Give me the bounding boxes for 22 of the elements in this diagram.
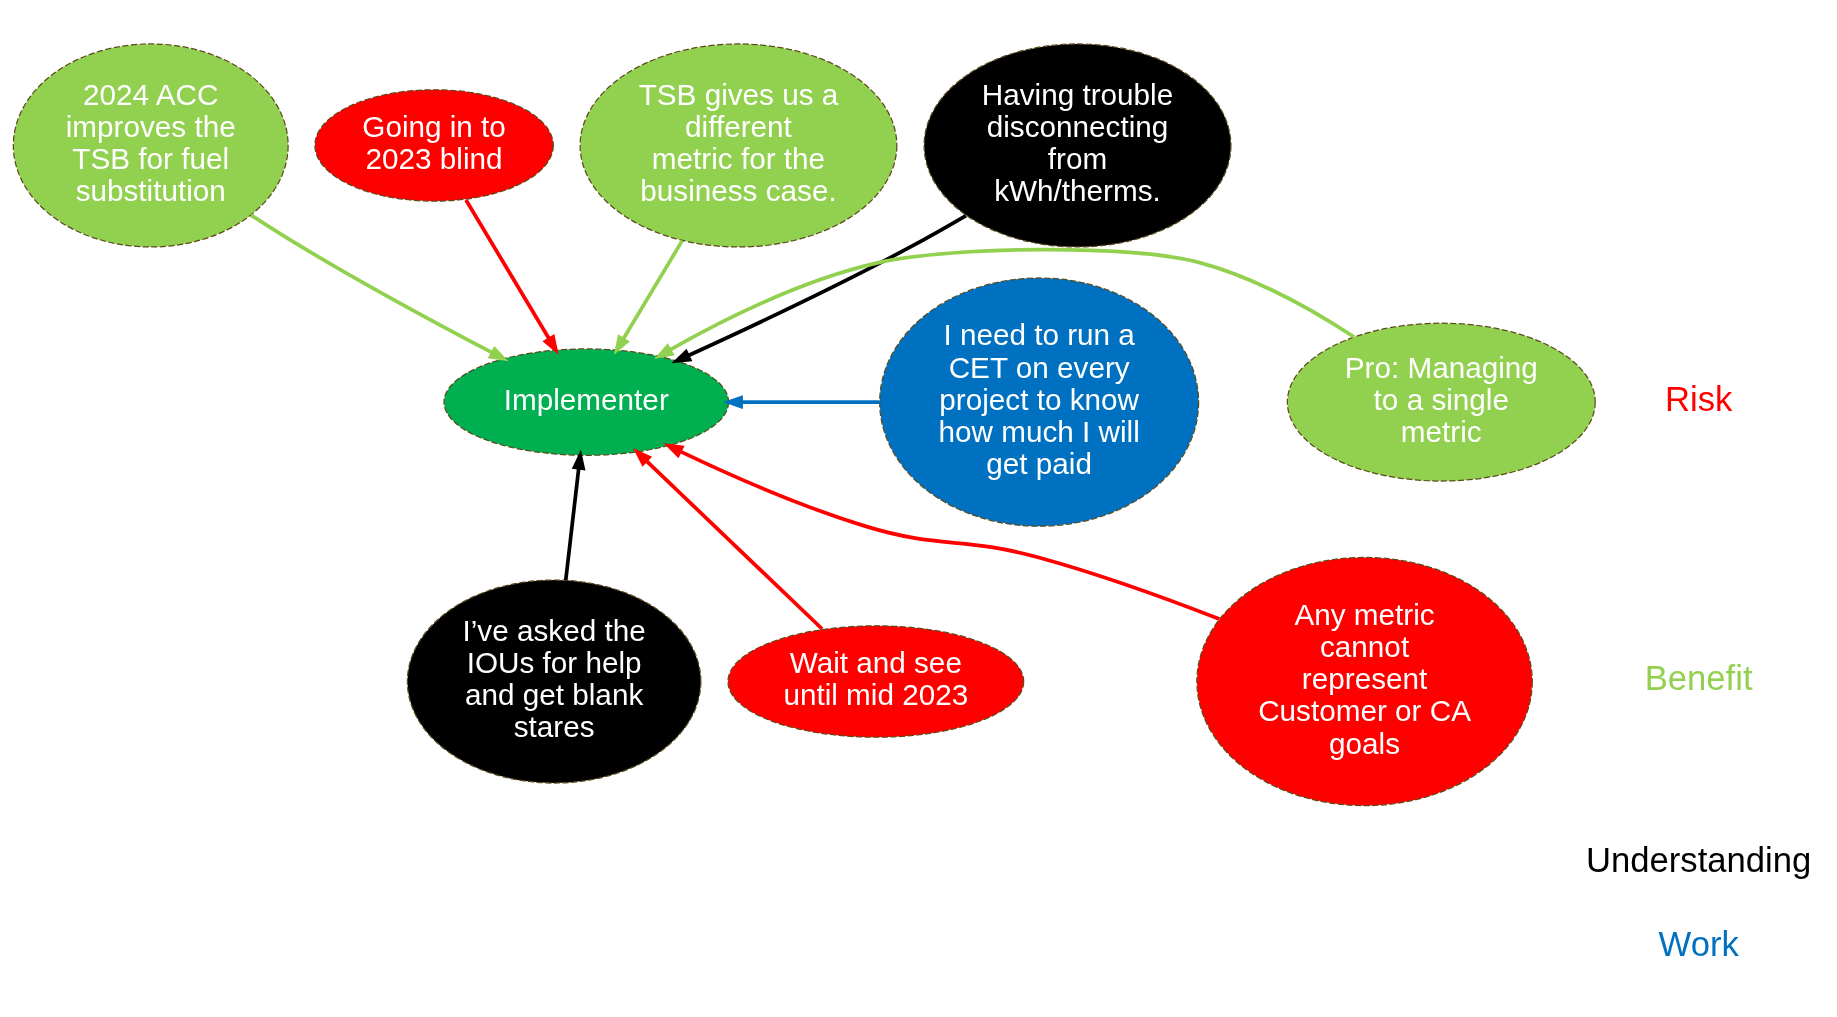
arrow xyxy=(633,447,824,630)
node-ellipse: Any metric cannot represent Customer or CA goals xyxy=(1196,556,1533,806)
arrow xyxy=(250,213,509,361)
legend-label: Understanding xyxy=(1586,840,1812,879)
arrow xyxy=(563,449,586,580)
node-ellipse: I’ve asked the IOUs for help and get blank stares xyxy=(406,578,702,784)
legend-label: Benefit xyxy=(1644,658,1753,697)
arrow xyxy=(464,198,559,355)
arrow xyxy=(654,247,1356,359)
node-ellipse: Having trouble disconnecting from kWh/therms. xyxy=(923,42,1232,248)
node-ellipse: Wait and see until mid 2023 xyxy=(727,624,1025,738)
node-ellipse: 2024 ACC improves the TSB for fuel substitution xyxy=(12,42,289,248)
node-ellipse: Pro: Managing to a single metric xyxy=(1286,322,1596,482)
arrow xyxy=(663,442,1220,621)
node-ellipse: I need to run a CET on every project to know how much I will get paid xyxy=(879,276,1200,527)
arrow xyxy=(671,213,967,363)
node-ellipse: Going in to 2023 blind xyxy=(314,88,554,202)
legend-label: Risk xyxy=(1665,379,1733,418)
node-ellipse: TSB gives us a different metric for the business case. xyxy=(579,42,898,248)
arrow xyxy=(613,239,684,355)
legend-label: Work xyxy=(1658,924,1739,963)
arrow xyxy=(723,394,880,409)
